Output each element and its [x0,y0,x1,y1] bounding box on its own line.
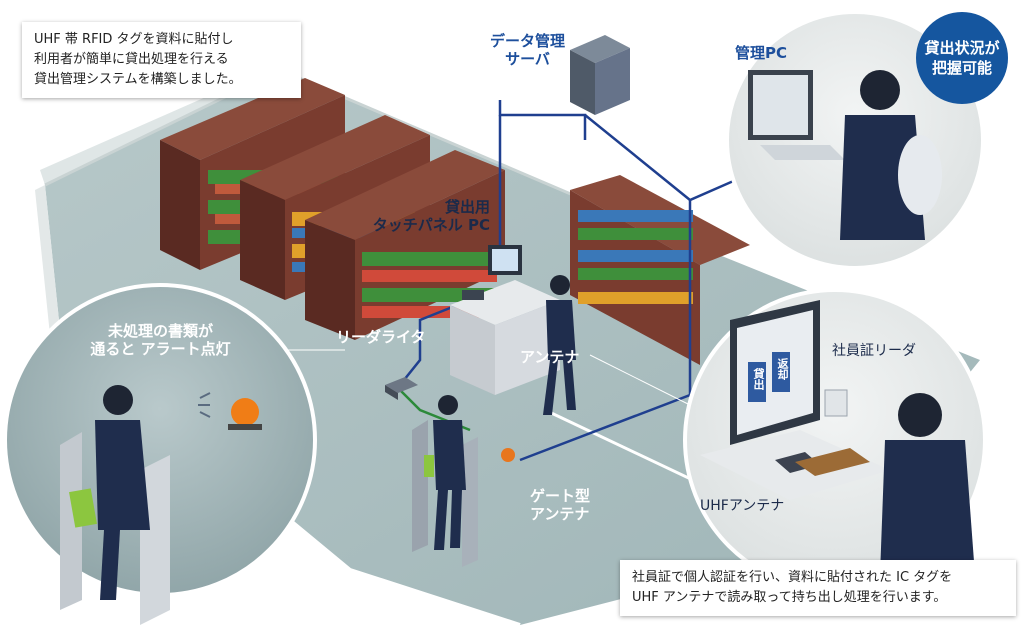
gate-antenna-label-line: アンテナ [530,505,590,523]
alert-gate-inset [3,283,345,625]
touch-panel-label-line: タッチパネル PC [372,216,490,234]
touch-panel-label-line: 貸出用 [444,198,490,216]
bookshelves [160,78,750,365]
intro-note: UHF 帯 RFID タグを資料に貼付し 利用者が簡単に貸出処理を行える 貸出管… [22,22,301,98]
reader-writer-label: リーダライタ [336,328,426,346]
status-badge-line: 把握可能 [931,59,992,77]
intro-note-line: 貸出管理システムを構築しました。 [34,72,242,87]
data-server-icon [570,35,630,115]
status-badge: 貸出状況が 把握可能 [916,12,1008,104]
antenna-label: アンテナ [520,348,580,366]
reader-writer-icon [385,377,418,400]
alert-label-line: 通ると アラート点灯 [90,340,231,358]
server-label: データ管理 サーバ [480,32,575,68]
gate-antenna-label-line: ゲート型 [530,487,591,505]
server-label-line: サーバ [505,50,550,68]
gate-antenna-label: ゲート型 アンテナ [530,487,590,523]
status-badge-line: 貸出状況が [924,39,1000,57]
screen-return-button: 返却 [776,358,789,380]
intro-note-line: UHF 帯 RFID タグを資料に貼付し [34,32,234,47]
id-reader-label: 社員証リーダ [832,343,916,359]
intro-note-line: 利用者が簡単に貸出処理を行える [34,52,229,67]
alert-label: 未処理の書類が 通ると アラート点灯 [78,322,243,358]
screen-checkout-button: 貸出 [752,368,765,390]
gate-antenna [412,395,515,567]
admin-pc-label: 管理PC [735,44,788,62]
alert-label-line: 未処理の書類が [107,322,213,340]
bottom-note: 社員証で個人認証を行い、資料に貼付された IC タグを UHF アンテナで読み取… [620,560,1016,616]
uhf-antenna-label: UHFアンテナ [700,498,785,514]
server-label-line: データ管理 [489,32,565,50]
touch-panel-label: 貸出用 タッチパネル PC [345,198,490,234]
checkout-desk [450,245,560,395]
bottom-note-line: UHF アンテナで読み取って持ち出し処理を行います。 [632,590,947,605]
bottom-note-line: 社員証で個人認証を行い、資料に貼付された IC タグを [632,570,953,585]
user-at-desk [543,275,576,415]
